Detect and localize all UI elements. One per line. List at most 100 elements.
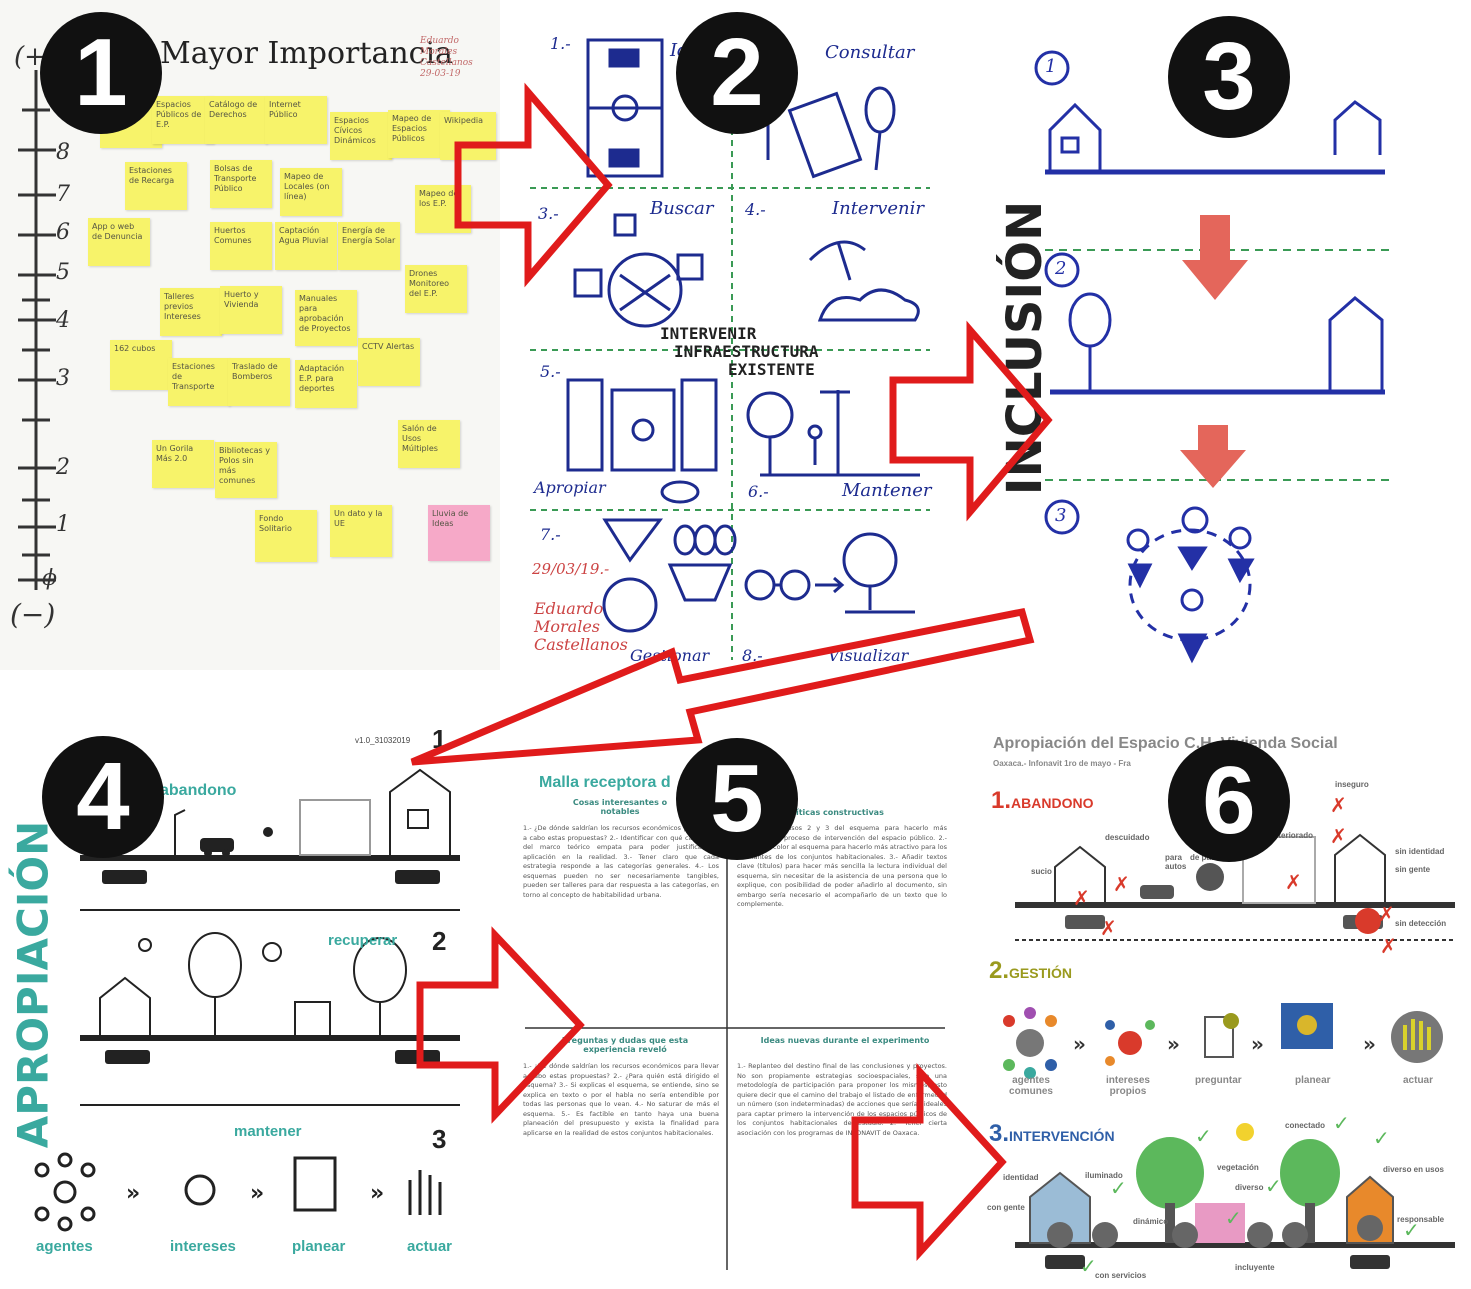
sketch-author: Eduardo Morales Castellanos [534,600,628,654]
tag-diverso: diverso [1235,1183,1264,1192]
apropiacion-drawing: » » » [34,768,460,1232]
center-note: INTERVENIR INFRAESTRUCTURA EXISTENTE [660,325,819,379]
step-label-4: 4.- [745,200,766,219]
postit: 162 cubos [110,340,172,390]
postit: Bibliotecas y Polos sin más comunes [215,442,277,498]
tag-conectado: conectado [1285,1121,1326,1130]
feedback-title: Malla receptora d [539,774,671,791]
author-note-line: 29-03-19 [420,69,461,79]
svg-text:»: » [370,1181,384,1206]
postit: Wikipedia [440,112,496,160]
tick-label-5: 5 [56,260,70,285]
postit: CCTV Alertas [358,338,420,386]
postit: Estaciones de Recarga [125,162,187,210]
section-gestion: 2.GESTIÓN [989,957,1072,985]
svg-text:✓: ✓ [1403,1218,1420,1242]
svg-text:✗: ✗ [1378,902,1395,926]
col2-head: Críticas constructivas [786,808,884,817]
p6-subtitle: Oaxaca.- Infonavit 1ro de mayo - Fra [993,759,1131,768]
svg-text:✗: ✗ [1113,872,1130,896]
gestion-flow-intereses: intereses propios [1106,1075,1150,1097]
flow-planear: planear [292,1238,346,1255]
center-note-line: INFRAESTRUCTURA [674,342,819,361]
tag-dinamico: dinámico [1133,1217,1169,1226]
svg-text:✓: ✓ [1080,1254,1097,1278]
tag-para-autos: para autos [1165,853,1187,871]
center-note-line: INTERVENIR [660,324,757,343]
postit: Mapeo de los E.P. [415,185,471,233]
postit: Un dato y la UE [330,505,392,557]
step-2-number: 2 [432,926,447,956]
postit: Internet Público [265,96,327,144]
step-number: 1.- [550,34,571,53]
tag-sin-identidad: sin identidad [1395,847,1445,856]
postit: Traslado de Bomberos [228,358,290,406]
tick-label-3: 3 [56,366,70,391]
tick-label-6: 6 [56,220,70,245]
badge-6: 6 [1168,740,1290,862]
postit: Espacios Públicos de E.P. [152,96,214,144]
svg-text:»: » [1073,1032,1086,1056]
author-note-line: Eduardo [420,36,459,46]
svg-text:»: » [250,1181,264,1206]
gestion-flow-preguntar: preguntar [1195,1075,1242,1086]
inclusion-drawing [1034,50,1390,664]
inclusion-step-1: 1 [1045,56,1057,77]
flow-intereses: intereses [170,1238,236,1255]
gestion-flow-agentes: agentes comunes [1009,1075,1053,1097]
badge-5: 5 [676,738,798,860]
step-label-3-text: Buscar [650,198,714,219]
panel-1-postit-board: (+ (−) 8 7 6 5 4 3 2 1 ϕ Mayor Importanc… [0,0,500,670]
step-label-5: 5.- [540,362,561,381]
svg-text:✗: ✗ [1073,886,1090,910]
postit: Fondo Solitario [255,510,317,562]
tag-inseguro: inseguro [1335,780,1369,789]
p6-drawing: ✗ ✗ ✗ ✗ ✗ ✗ ✗ ✗ [1003,793,1455,1278]
postit: Manuales para aprobación de Proyectos [295,290,357,346]
svg-text:»: » [1363,1032,1376,1056]
badge-1: 1 [40,12,162,134]
col3-head: Preguntas y dudas que esta experiencia r… [561,1036,689,1054]
col4-text: 1.- Replanteo del destino final de las c… [737,1062,947,1137]
flow-actuar: actuar [407,1238,453,1255]
step-3-label: mantener [234,1123,302,1140]
postit: Mapeo de Locales (on línea) [280,168,342,216]
sketch-grid-lines [530,30,930,660]
step-label-4-text: Intervenir [832,198,924,219]
tag-incluyente: incluyente [1235,1263,1275,1272]
tick-label-7: 7 [56,182,70,207]
inclusion-step-3: 3 [1055,505,1067,526]
section-number: 1. [991,787,1012,814]
step-label-3: 3.- [538,204,559,223]
tick-label-1: 1 [56,512,70,537]
col3-text: 1.- ¿De dónde saldrían los recursos econ… [523,1062,719,1137]
svg-text:✗: ✗ [1330,793,1347,817]
col2-text: 1.- Unir los pasos 2 y 3 del esquema par… [737,824,947,908]
svg-text:✗: ✗ [1380,934,1397,958]
tick-label-2: 2 [56,455,70,480]
postit: App o web de Denuncia [88,218,150,266]
svg-text:✗: ✗ [1285,870,1302,894]
step-label-6-text: Mantener [842,480,932,501]
postit: Un Gorila Más 2.0 [152,440,214,488]
svg-text:✗: ✗ [1100,916,1117,940]
postit: Estaciones de Transporte [168,358,230,406]
tag-sin-gente: sin gente [1395,865,1431,874]
center-note-line: EXISTENTE [728,360,815,379]
section-abandono: 1.ABANDONO [991,787,1093,815]
sketch-author-line: Morales [534,617,600,636]
author-note-line: Morales [420,47,458,57]
sketch-author-line: Eduardo [534,599,604,618]
tag-descuidado: descuidado [1105,833,1150,842]
svg-text:✓: ✓ [1225,1206,1242,1230]
svg-text:»: » [1251,1032,1264,1056]
svg-text:»: » [1167,1032,1180,1056]
panel-6-colored-diagram: Apropiación del Espacio C.H. Vivienda So… [985,725,1460,1285]
postit: Huerto y Vivienda [220,286,282,334]
tag-diverso-en-usos: diverso en usos [1383,1165,1444,1174]
postit: Espacios Cívicos Dinámicos [330,112,392,160]
step-label-8: 8.- [742,646,763,665]
scale-bottom-label: (−) [10,598,56,631]
badge-4: 4 [42,736,164,858]
board-title: Mayor Importancia [160,36,453,71]
